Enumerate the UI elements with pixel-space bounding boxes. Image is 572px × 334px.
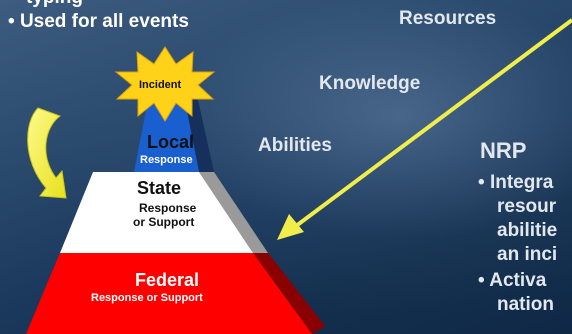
pyramid-band-state: [60, 172, 253, 253]
label-resources: Resources: [399, 8, 497, 29]
curved-arrow-icon: [27, 107, 67, 199]
nrp-bullet-1-line-2: resour: [497, 196, 557, 217]
state-subtitle-2: or Support: [133, 215, 195, 229]
state-subtitle-1: Response: [139, 201, 197, 215]
diagonal-arrow-icon: [277, 18, 572, 240]
pyramid-side-state: [199, 172, 268, 253]
local-title: Local: [147, 132, 195, 152]
starburst-icon: [114, 46, 216, 122]
nrp-bullet-2-line-2: nation: [497, 294, 554, 315]
federal-title: Federal: [135, 270, 200, 290]
left-bullet-used-for-all-events: Used for all events: [8, 11, 189, 33]
nrp-bullet-2-line-1: Activa: [478, 270, 546, 292]
pyramid-band-local: [134, 96, 199, 172]
nrp-heading: NRP: [480, 138, 527, 163]
starburst-label: Incident: [139, 79, 182, 91]
local-subtitle: Response: [140, 154, 193, 166]
federal-subtitle: Response or Support: [91, 292, 203, 304]
nrp-bullet-1-line-4: an inci: [497, 244, 558, 265]
state-title: State: [137, 178, 182, 198]
left-bullet-cut-text: typing: [26, 0, 83, 9]
label-abilities: Abilities: [258, 135, 332, 156]
nrp-bullet-1-line-1: Integra: [478, 172, 553, 194]
pyramid-band-federal: [26, 253, 312, 334]
label-knowledge: Knowledge: [319, 73, 421, 94]
pyramid-side-federal: [253, 253, 325, 334]
nrp-bullet-1-line-3: abilitie: [497, 220, 558, 241]
